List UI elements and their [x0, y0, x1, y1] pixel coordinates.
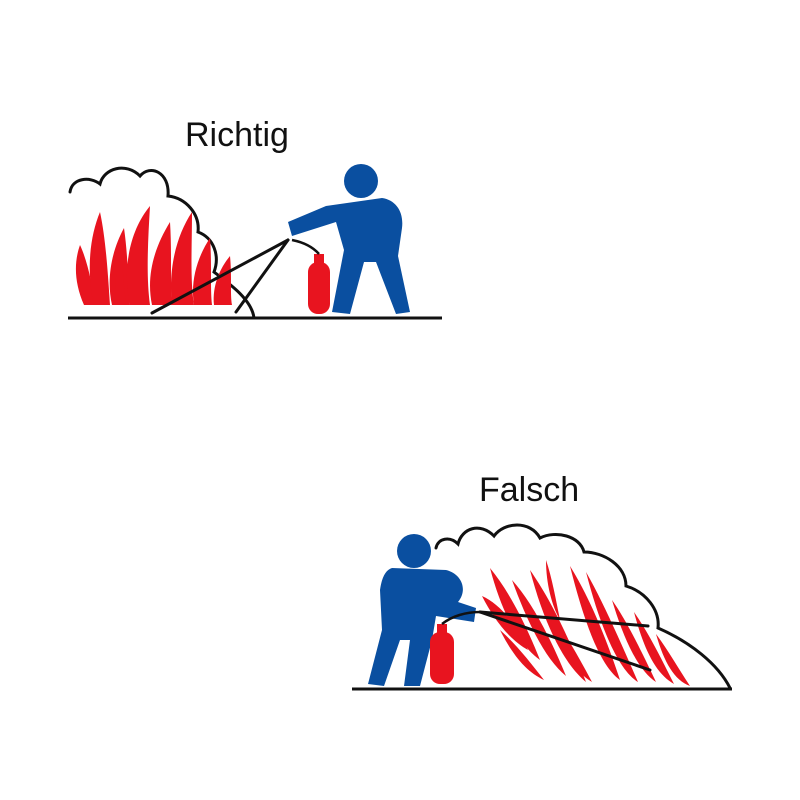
extinguisher-spray	[150, 238, 290, 315]
panel-wrong	[352, 523, 732, 691]
person-icon	[368, 534, 476, 686]
fire-icon	[482, 560, 690, 686]
person-icon	[288, 164, 410, 314]
panel-correct	[68, 164, 442, 320]
fire-extinguisher-icon	[430, 610, 481, 684]
smoke-cloud-icon	[68, 166, 256, 320]
extinguisher-spray	[478, 610, 652, 672]
fire-icon	[75, 206, 232, 305]
label-correct: Richtig	[185, 116, 289, 154]
smoke-cloud-icon	[434, 523, 732, 690]
label-wrong: Falsch	[479, 471, 580, 509]
fire-extinguisher-icon	[291, 238, 330, 314]
